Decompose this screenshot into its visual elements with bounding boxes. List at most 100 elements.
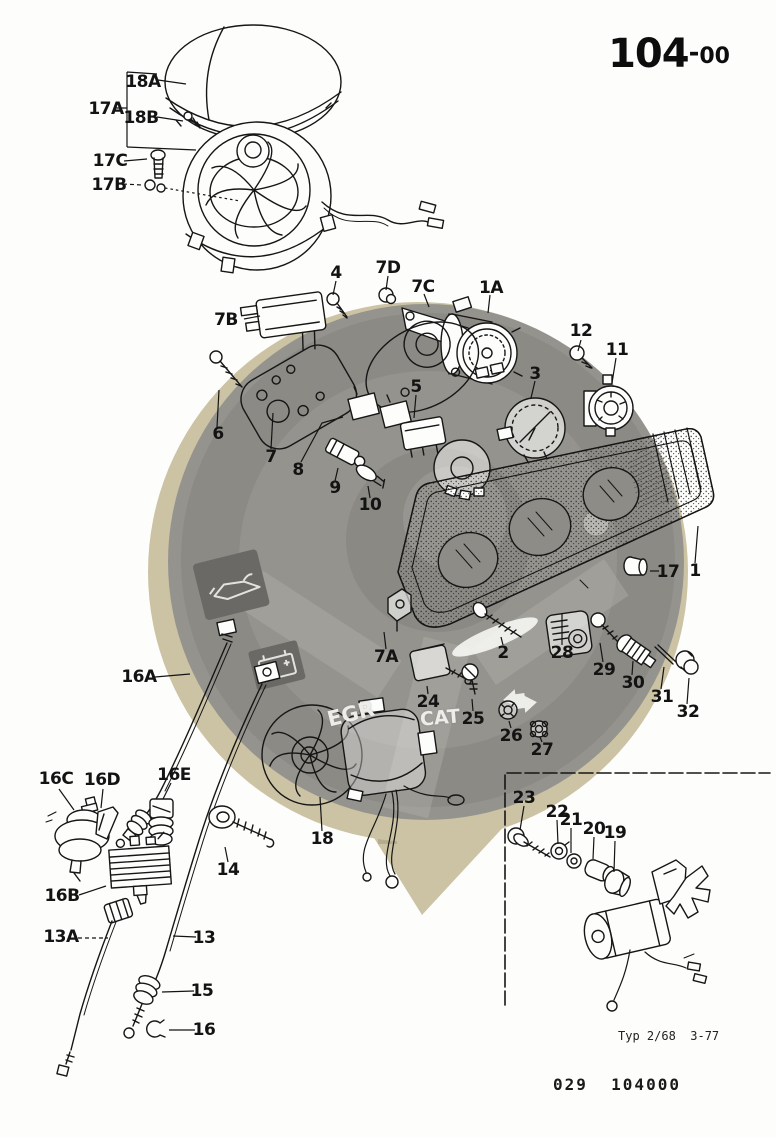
callout-16B: 16B bbox=[44, 886, 80, 906]
callout-27: 27 bbox=[530, 740, 554, 760]
callout-15: 15 bbox=[190, 981, 214, 1001]
callout-31: 31 bbox=[650, 687, 674, 707]
callout-13: 13 bbox=[192, 928, 216, 948]
callout-16: 16 bbox=[192, 1020, 216, 1040]
callout-8: 8 bbox=[292, 460, 304, 480]
callout-28: 28 bbox=[550, 643, 574, 663]
wiper-motor bbox=[583, 859, 711, 1012]
callout-23: 23 bbox=[512, 788, 536, 808]
knob-30 bbox=[616, 634, 657, 669]
speedo-cable-16a bbox=[122, 618, 237, 842]
callout-17B: 17B bbox=[91, 175, 127, 195]
callout-18B: 18B bbox=[123, 108, 159, 128]
contact-plate-28 bbox=[545, 610, 593, 658]
ghost-funnel-hole bbox=[369, 872, 401, 904]
callout-5: 5 bbox=[410, 377, 422, 397]
bulb-10 bbox=[355, 464, 386, 489]
callout-26: 26 bbox=[499, 726, 523, 746]
screw-29 bbox=[590, 612, 619, 643]
callout-4: 4 bbox=[330, 263, 342, 283]
screw-2 bbox=[472, 601, 522, 638]
lock-washer-22 bbox=[550, 841, 570, 860]
regulator-16b bbox=[108, 831, 173, 905]
oil-pressure-warning-icon bbox=[193, 549, 270, 621]
callout-14: 14 bbox=[216, 860, 240, 880]
callout-12: 12 bbox=[569, 321, 593, 341]
callout-2: 2 bbox=[497, 643, 509, 663]
pin-31 bbox=[654, 644, 677, 665]
callout-10: 10 bbox=[358, 495, 382, 515]
callout-18: 18 bbox=[310, 829, 334, 849]
page-code-sub: 00 bbox=[699, 44, 730, 69]
speedo-cable-13a bbox=[56, 897, 134, 1077]
relay-5 bbox=[399, 416, 447, 458]
callout-32: 32 bbox=[676, 702, 700, 722]
cable-strap-14 bbox=[208, 805, 275, 848]
callout-1A: 1A bbox=[479, 278, 504, 298]
fiche-code: 029 104000 bbox=[553, 1075, 681, 1094]
dome-lens bbox=[164, 24, 342, 140]
inset-box bbox=[504, 772, 771, 1006]
circlip-16 bbox=[146, 1019, 166, 1038]
fuel-gauge-3 bbox=[496, 397, 566, 463]
callout-11: 11 bbox=[605, 340, 629, 360]
callout-18A: 18A bbox=[125, 72, 161, 92]
clip-16d bbox=[95, 806, 119, 840]
leader-lines bbox=[58, 71, 699, 1031]
switch-7b bbox=[239, 291, 327, 352]
callout-7: 7 bbox=[265, 447, 277, 467]
callout-16D: 16D bbox=[83, 770, 121, 790]
speedometer-1a bbox=[440, 296, 523, 385]
callout-7C: 7C bbox=[411, 277, 435, 297]
blower-18 bbox=[261, 697, 465, 889]
ghost-highlight bbox=[452, 617, 538, 657]
callout-16C: 16C bbox=[38, 769, 74, 789]
page-code-main: 104 bbox=[608, 31, 689, 77]
screw-4 bbox=[326, 292, 348, 319]
callout-1: 1 bbox=[689, 561, 701, 581]
fresh-air-blower bbox=[182, 121, 445, 274]
callout-25: 25 bbox=[461, 709, 485, 729]
callout-13A: 13A bbox=[43, 927, 79, 947]
nut-26 bbox=[498, 700, 518, 720]
instrument-housing-1 bbox=[397, 427, 715, 628]
callout-17: 17 bbox=[656, 562, 680, 582]
screw-25 bbox=[461, 663, 479, 695]
speedo-cable-13 bbox=[123, 660, 281, 1039]
ghost-ring bbox=[181, 313, 675, 807]
knob-32 bbox=[675, 650, 699, 675]
callout-24: 24 bbox=[416, 692, 440, 712]
bulb-sockets-8 bbox=[347, 386, 412, 429]
callout-22: 22 bbox=[545, 802, 569, 822]
callout-17A: 17A bbox=[88, 99, 124, 119]
cap-19 bbox=[604, 869, 631, 898]
callout-17C: 17C bbox=[92, 151, 128, 171]
type-and-date-note: Typ 2/68 3-77 bbox=[618, 1029, 720, 1043]
callout-19: 19 bbox=[603, 823, 627, 843]
washers bbox=[144, 179, 166, 193]
gauge-11 bbox=[583, 374, 634, 437]
callout-9: 9 bbox=[329, 478, 341, 498]
variant-arrow-right-icon bbox=[514, 695, 537, 713]
callout-6: 6 bbox=[212, 424, 224, 444]
screw-6 bbox=[209, 350, 243, 388]
screw-23 bbox=[507, 827, 551, 858]
callout-3: 3 bbox=[529, 364, 541, 384]
boot-16e bbox=[148, 798, 174, 846]
bulb-knob-17 bbox=[623, 556, 648, 576]
callout-16E: 16E bbox=[157, 765, 191, 785]
mount-bolt bbox=[150, 149, 166, 179]
callout-20: 20 bbox=[582, 819, 606, 839]
page-code: 104-00 bbox=[608, 34, 730, 74]
callout-7B: 7B bbox=[214, 310, 238, 330]
page-code-separator: - bbox=[688, 38, 700, 68]
callout-7A: 7A bbox=[374, 647, 399, 667]
callout-7D: 7D bbox=[375, 258, 401, 278]
nut-27 bbox=[529, 720, 549, 738]
lens-screw bbox=[183, 111, 201, 129]
switch-24 bbox=[409, 643, 472, 685]
grommet-15 bbox=[133, 975, 161, 1005]
washer-21 bbox=[566, 853, 582, 869]
